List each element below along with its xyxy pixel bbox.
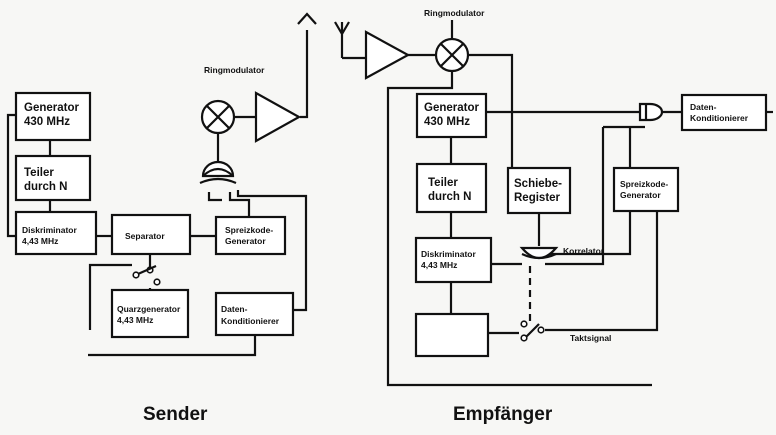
receiver-schiebe-line2: Register: [514, 192, 561, 204]
sender-spreizkode-line2: Generator: [225, 236, 266, 246]
receiver-ringmodulator-symbol: [434, 37, 470, 73]
sender-caption: Sender: [143, 404, 208, 425]
receiver-diskriminator-line1: Diskriminator: [421, 249, 476, 259]
receiver-section: Ringmodulator Korrelator Taktsignal Gene…: [334, 8, 773, 425]
receiver-schiebe-box: [506, 166, 572, 215]
sender-separator-box: [110, 213, 192, 256]
sender-quarzgenerator-line1: Quarzgenerator: [117, 304, 181, 314]
sender-switch-symbol: [132, 264, 161, 286]
sender-teiler-box: [14, 154, 92, 202]
sender-quarzgenerator-line2: 4,43 MHz: [117, 315, 153, 325]
receiver-daten-line1: Daten-: [690, 102, 717, 112]
sender-daten-line2: Konditionierer: [221, 316, 280, 326]
sender-generator-box: [14, 91, 92, 142]
sender-teiler-line2: durch N: [24, 181, 67, 193]
receiver-switch-symbol: [520, 320, 545, 342]
receiver-and-gate-symbol: [638, 102, 664, 122]
receiver-generator-line2: 430 MHz: [424, 116, 470, 128]
receiver-schiebe-line1: Schiebe-: [514, 178, 562, 190]
receiver-generator-line1: Generator: [424, 102, 479, 114]
sender-ringmodulator-label: Ringmodulator: [204, 65, 265, 75]
receiver-korrelator-symbol: [519, 246, 559, 260]
sender-and-gate-symbol: [199, 160, 237, 185]
sender-generator-line1: Generator: [24, 102, 79, 114]
sender-amplifier-symbol: [254, 91, 302, 143]
receiver-empty-box: [414, 312, 490, 358]
sender-section: Ringmodulator Generator 430 MHz Teiler d…: [6, 12, 317, 425]
receiver-generator-box: [415, 92, 488, 139]
sender-daten-box: [214, 291, 295, 337]
sender-diskriminator-line1: Diskriminator: [22, 225, 77, 235]
sender-spreizkode-line1: Spreizkode-: [225, 225, 273, 235]
sender-separator-label: Separator: [125, 231, 165, 241]
sender-daten-line1: Daten-: [221, 304, 248, 314]
receiver-teiler-line1: Teiler: [428, 177, 458, 189]
receiver-teiler-box: [415, 162, 488, 214]
receiver-antenna-symbol: [334, 21, 350, 58]
receiver-taktsignal-label: Taktsignal: [570, 333, 611, 343]
sender-ringmodulator-symbol: [200, 99, 236, 135]
sender-quarzgenerator-box: [110, 288, 190, 339]
sender-diskriminator-box: [14, 210, 98, 256]
receiver-spreizkode-box: [612, 166, 680, 213]
sender-diskriminator-line2: 4,43 MHz: [22, 236, 58, 246]
receiver-spreizkode-line2: Generator: [620, 190, 661, 200]
receiver-diskriminator-box: [414, 236, 493, 284]
receiver-spreizkode-line1: Spreizkode-: [620, 179, 668, 189]
receiver-amplifier-symbol: [364, 30, 411, 80]
receiver-korrelator-label: Korrelator: [563, 246, 605, 256]
sender-generator-line2: 430 MHz: [24, 116, 70, 128]
receiver-daten-box: [680, 93, 768, 132]
sender-teiler-line1: Teiler: [24, 167, 54, 179]
receiver-teiler-line2: durch N: [428, 191, 471, 203]
receiver-caption: Empfänger: [453, 404, 553, 425]
receiver-diskriminator-line2: 4,43 MHz: [421, 260, 457, 270]
receiver-ringmodulator-label: Ringmodulator: [424, 8, 485, 18]
receiver-daten-line2: Konditionierer: [690, 113, 749, 123]
sender-spreizkode-box: [214, 215, 287, 256]
